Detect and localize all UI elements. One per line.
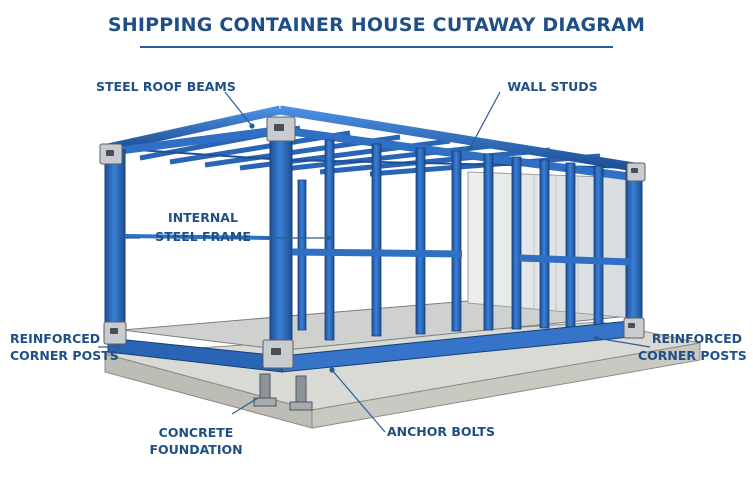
label-internal-frame-line1: INTERNAL bbox=[168, 210, 238, 225]
corner-casting-holes bbox=[106, 124, 638, 355]
label-concrete-foundation-line1: CONCRETE bbox=[158, 425, 234, 440]
label-steel-roof-beams: STEEL ROOF BEAMS bbox=[96, 79, 236, 94]
label-right-corner-posts-line2: CORNER POSTS bbox=[638, 348, 747, 363]
label-left-corner-posts-line2: CORNER POSTS bbox=[10, 348, 119, 363]
label-right-corner-posts-line1: REINFORCED bbox=[651, 331, 742, 346]
label-anchor-bolts: ANCHOR BOLTS bbox=[387, 424, 495, 439]
right-corner-post bbox=[625, 169, 643, 331]
foundation-jacks bbox=[253, 373, 313, 411]
label-internal-frame-line2: STEEL FRAME bbox=[155, 229, 251, 244]
label-left-corner-posts-line1: REINFORCED bbox=[10, 331, 101, 346]
diagram-title: SHIPPING CONTAINER HOUSE CUTAWAY DIAGRAM bbox=[107, 14, 646, 36]
label-concrete-foundation-line2: FOUNDATION bbox=[149, 442, 243, 457]
leader-lines bbox=[98, 91, 651, 433]
front-corner-post bbox=[269, 127, 293, 354]
title-underline bbox=[140, 46, 613, 48]
left-corner-post bbox=[104, 149, 126, 341]
internal-rails bbox=[124, 234, 631, 266]
label-wall-studs: WALL STUDS bbox=[507, 79, 598, 94]
